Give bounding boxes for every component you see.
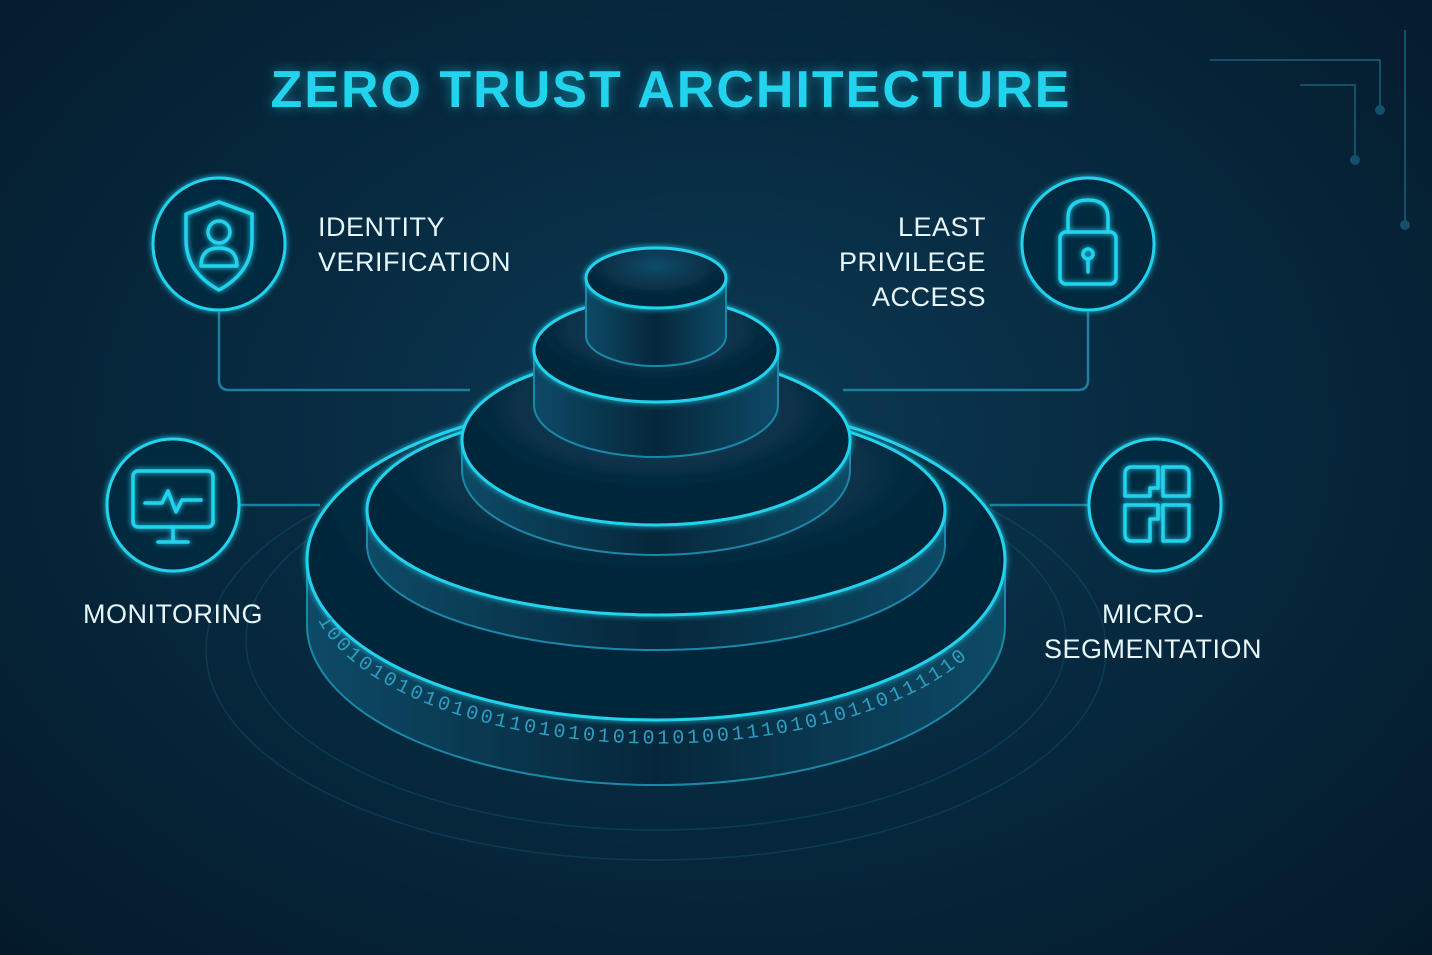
least-privilege-badge bbox=[1020, 176, 1156, 312]
label-line: SEGMENTATION bbox=[1043, 634, 1262, 664]
micro-segmentation-label: MICRO- SEGMENTATION bbox=[1030, 597, 1276, 667]
segments-icon bbox=[1123, 465, 1191, 543]
label-line: IDENTITY bbox=[318, 212, 446, 242]
label-line: VERIFICATION bbox=[318, 247, 512, 277]
label-line: MICRO- bbox=[1102, 599, 1204, 629]
monitoring-label: MONITORING bbox=[60, 597, 286, 632]
label-line: MONITORING bbox=[83, 599, 263, 629]
least-privilege-label: LEAST PRIVILEGE ACCESS bbox=[839, 210, 986, 315]
tier-top bbox=[584, 246, 728, 310]
page-title: ZERO TRUST ARCHITECTURE bbox=[270, 61, 1072, 119]
connector-lines bbox=[217, 312, 1090, 507]
label-line: PRIVILEGE bbox=[838, 247, 986, 277]
monitor-pulse-icon bbox=[131, 469, 215, 544]
identity-verification-label: IDENTITY VERIFICATION bbox=[318, 210, 511, 280]
tiered-stack bbox=[305, 246, 1007, 786]
shield-user-icon bbox=[184, 200, 254, 292]
circuit-decoration bbox=[1210, 30, 1410, 230]
padlock-icon bbox=[1058, 198, 1118, 286]
label-line: ACCESS bbox=[871, 282, 986, 312]
label-line: LEAST bbox=[897, 212, 986, 242]
